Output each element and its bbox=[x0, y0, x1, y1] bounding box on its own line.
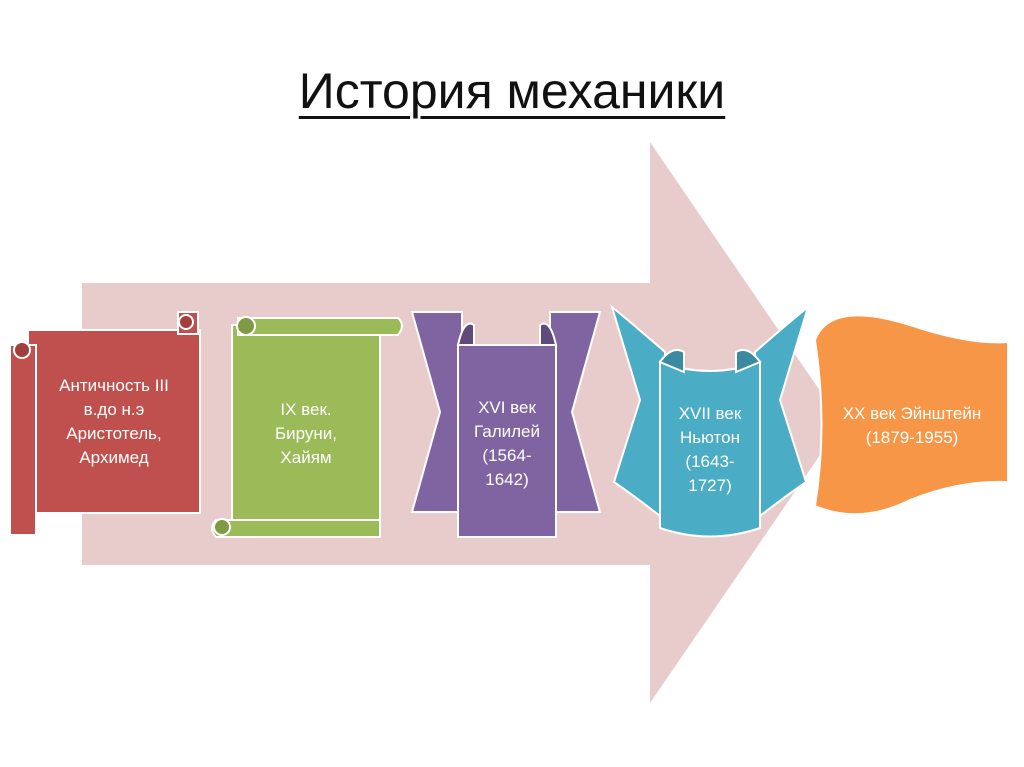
card-3-line-3: (1564- bbox=[482, 446, 532, 465]
card-3-line-1: XVI век bbox=[478, 398, 536, 417]
card-4-line-1: XVII век bbox=[678, 404, 742, 423]
card-4-line-3: (1643- bbox=[685, 452, 735, 471]
card-2-text: IX век. Бируни, Хайям bbox=[236, 398, 376, 470]
card-3-text: XVI век Галилей (1564- 1642) bbox=[460, 396, 554, 492]
card-1-line-3: Аристотель, bbox=[66, 424, 162, 443]
card-4-line-4: 1727) bbox=[688, 476, 732, 495]
scroll-card-antiquity bbox=[9, 311, 201, 536]
card-4-text: XVII век Ньютон (1643- 1727) bbox=[662, 402, 758, 498]
card-2-line-2: Бируни, bbox=[274, 424, 338, 443]
ribbon-card-xvi-century bbox=[410, 311, 602, 538]
title-text: История механики bbox=[298, 63, 726, 119]
scroll-card-ix-century bbox=[211, 316, 403, 538]
slide-title: История механики bbox=[0, 62, 1024, 120]
card-4-line-2: Ньютон bbox=[680, 428, 740, 447]
card-1-text: Античность III в.до н.э Аристотель, Архи… bbox=[30, 374, 198, 470]
card-5-text: XX век Эйнштейн (1879-1955) bbox=[820, 402, 1004, 450]
card-3-line-4: 1642) bbox=[485, 470, 529, 489]
card-2-line-3: Хайям bbox=[280, 448, 332, 467]
ribbon-card-xvii-century bbox=[610, 304, 810, 538]
wave-card-xx-century bbox=[813, 314, 1009, 516]
card-2-line-1: IX век. bbox=[280, 400, 332, 419]
card-5-line-2: (1879-1955) bbox=[865, 428, 959, 447]
card-1-line-4: Архимед bbox=[79, 448, 149, 467]
card-1-line-2: в.до н.э bbox=[83, 400, 145, 419]
card-1-line-1: Античность III bbox=[59, 376, 169, 395]
card-3-line-2: Галилей bbox=[474, 422, 540, 441]
card-5-line-1: XX век Эйнштейн bbox=[842, 404, 982, 423]
